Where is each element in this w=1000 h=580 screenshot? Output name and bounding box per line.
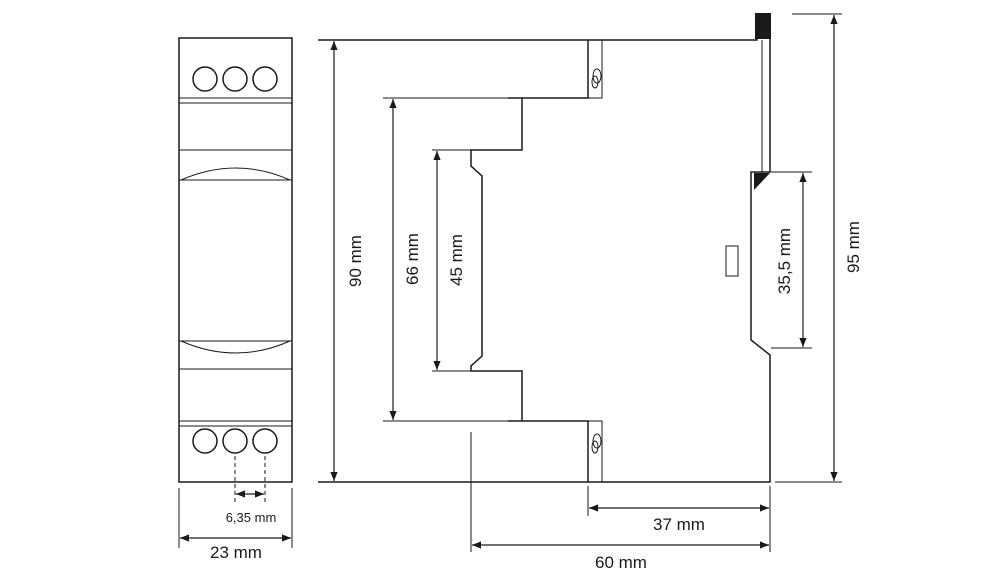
bottom-cover-arc [180, 340, 291, 354]
height-45-label: 45 mm [447, 234, 466, 286]
top-terminal-group [192, 66, 278, 92]
overall-height-label: 95 mm [844, 221, 863, 273]
terminal-screw [222, 428, 248, 454]
front-view [178, 37, 293, 548]
rail-clip [754, 173, 770, 190]
height-66-label: 66 mm [403, 233, 422, 285]
side-housing-outline [318, 13, 771, 483]
side-view [318, 13, 842, 552]
top-latch [755, 13, 771, 39]
terminal-screw [252, 428, 278, 454]
terminal-screw [222, 66, 248, 92]
rail-height-label: 35,5 mm [775, 228, 794, 294]
terminal-screw [192, 66, 218, 92]
top-cover-arc [180, 167, 291, 181]
side-terminal-bottom [587, 420, 603, 483]
front-housing [178, 37, 293, 483]
terminal-screw [192, 428, 218, 454]
bottom-terminal-group [192, 428, 278, 454]
terminal-screw [252, 66, 278, 92]
rail-slot [725, 245, 739, 277]
side-terminal-top [587, 39, 603, 99]
side-step-profile [470, 40, 589, 482]
terminal-pitch-label: 6,35 mm [226, 510, 277, 525]
height-90-label: 90 mm [346, 235, 365, 287]
rail-depth-label: 37 mm [653, 515, 705, 534]
total-depth-label: 60 mm [595, 553, 647, 572]
front-width-label: 23 mm [210, 543, 262, 562]
